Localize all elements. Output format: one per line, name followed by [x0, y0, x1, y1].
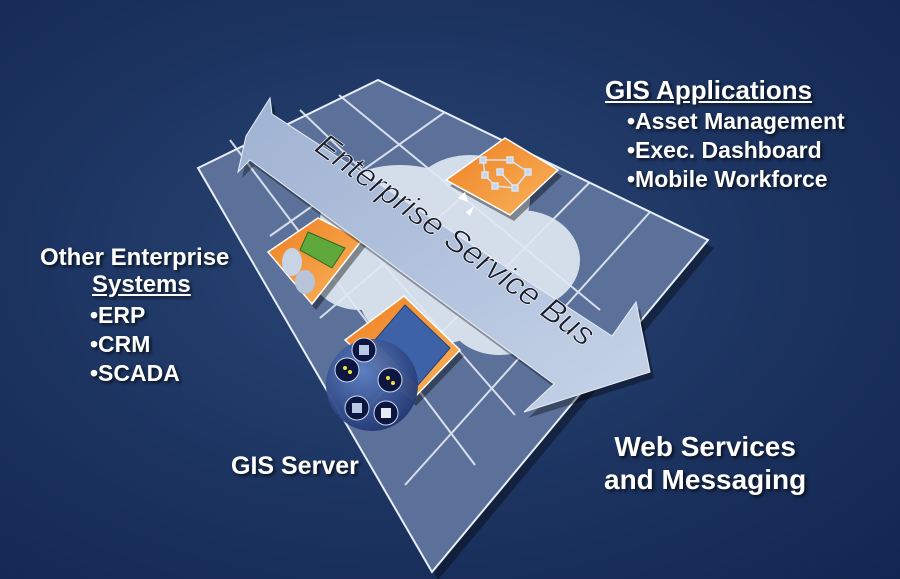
list-item: •Asset Management: [627, 108, 845, 135]
list-item: •SCADA: [90, 359, 180, 386]
gis-server-label: GIS Server: [231, 452, 359, 480]
enterprise-systems-tile: [266, 217, 366, 310]
other-systems-subtitle: Systems: [92, 270, 191, 298]
database-icon: [282, 248, 302, 276]
web-services-block: Web Services and Messaging: [604, 430, 806, 496]
other-enterprise-systems-block: Other Enterprise Systems •ERP •CRM •SCAD…: [40, 244, 230, 388]
list-item: •CRM: [90, 330, 151, 357]
list-item: •Mobile Workforce: [627, 166, 828, 193]
web-services-line1: Web Services: [614, 431, 796, 462]
network-icon: [479, 156, 532, 192]
list-item: •Exec. Dashboard: [627, 137, 822, 164]
list-item: •ERP: [90, 301, 146, 328]
gis-applications-title: GIS Applications: [605, 75, 813, 105]
gis-applications-tile: [444, 137, 562, 221]
other-systems-title: Other Enterprise: [40, 244, 230, 271]
gis-applications-block: GIS Applications •Asset Management •Exec…: [605, 75, 845, 194]
web-services-line2: and Messaging: [604, 464, 807, 495]
gis-server-icon: [326, 337, 418, 431]
